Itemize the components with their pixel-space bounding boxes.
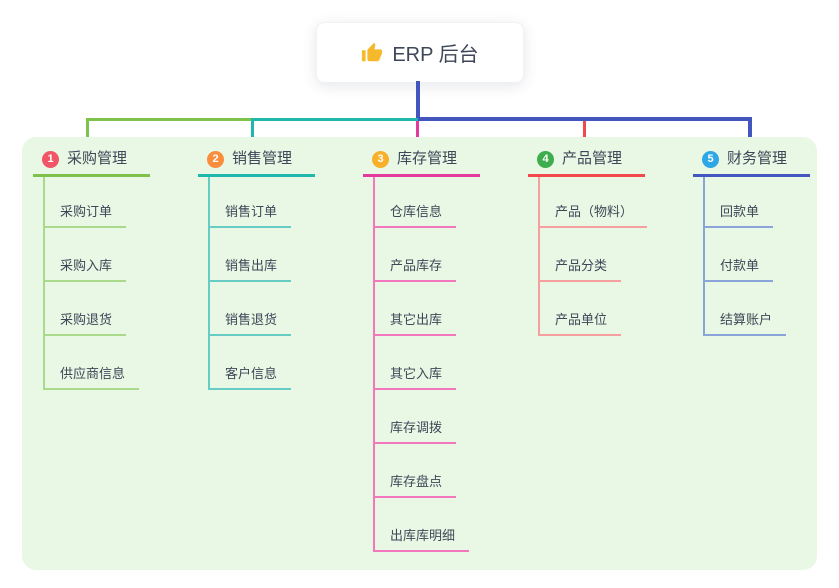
- child-node[interactable]: 产品（物料）: [540, 177, 648, 228]
- child-node[interactable]: 其它入库: [375, 336, 457, 390]
- child-node[interactable]: 出库库明细: [375, 498, 470, 552]
- branch-header-purchase[interactable]: 1 采购管理: [33, 137, 150, 177]
- children-list: 采购订单 采购入库 采购退货 供应商信息: [43, 177, 183, 390]
- branch-header-finance[interactable]: 5 财务管理: [693, 137, 810, 177]
- branch-inventory: 3 库存管理 仓库信息 产品库存 其它出库 其它入库 库存调拨 库存盘点 出库库…: [363, 137, 513, 552]
- child-node[interactable]: 销售退货: [210, 282, 292, 336]
- root-node[interactable]: ERP 后台: [316, 22, 524, 83]
- child-node[interactable]: 采购入库: [45, 228, 127, 282]
- bus-line-purchase: [86, 118, 253, 121]
- stub-inventory: [416, 121, 419, 148]
- branch-header-product[interactable]: 4 产品管理: [528, 137, 645, 177]
- child-node[interactable]: 采购退货: [45, 282, 127, 336]
- stub-purchase: [86, 118, 89, 146]
- child-node[interactable]: 销售出库: [210, 228, 292, 282]
- branch-finance: 5 财务管理 回款单 付款单 结算账户: [693, 137, 839, 336]
- branch-header-inventory[interactable]: 3 库存管理: [363, 137, 480, 177]
- child-node[interactable]: 产品分类: [540, 228, 622, 282]
- branch-title: 库存管理: [397, 150, 458, 167]
- children-list: 销售订单 销售出库 销售退货 客户信息: [208, 177, 348, 390]
- branch-title: 产品管理: [562, 150, 623, 167]
- branch-title: 财务管理: [727, 150, 788, 167]
- child-node[interactable]: 供应商信息: [45, 336, 140, 390]
- branch-number-badge: 5: [702, 151, 719, 168]
- child-node[interactable]: 付款单: [705, 228, 774, 282]
- bus-line-sales: [251, 118, 418, 121]
- branch-title: 采购管理: [67, 150, 128, 167]
- root-title: ERP 后台: [392, 44, 479, 66]
- branch-purchase: 1 采购管理 采购订单 采购入库 采购退货 供应商信息: [33, 137, 183, 390]
- child-node[interactable]: 客户信息: [210, 336, 292, 390]
- children-list: 产品（物料） 产品分类 产品单位: [538, 177, 678, 336]
- stub-product: [583, 121, 586, 145]
- root-connector-line: [416, 81, 420, 121]
- child-node[interactable]: 回款单: [705, 177, 774, 228]
- branch-number-badge: 2: [207, 151, 224, 168]
- child-node[interactable]: 产品单位: [540, 282, 622, 336]
- children-list: 回款单 付款单 结算账户: [703, 177, 839, 336]
- stub-finance: [748, 117, 752, 146]
- child-node[interactable]: 采购订单: [45, 177, 127, 228]
- branch-number-badge: 4: [537, 151, 554, 168]
- child-node[interactable]: 结算账户: [705, 282, 787, 336]
- thumbs-up-icon: [361, 42, 383, 64]
- branch-header-sales[interactable]: 2 销售管理: [198, 137, 315, 177]
- bus-line-finance: [418, 117, 752, 121]
- branch-number-badge: 1: [42, 151, 59, 168]
- child-node[interactable]: 产品库存: [375, 228, 457, 282]
- branch-number-badge: 3: [372, 151, 389, 168]
- stub-sales: [251, 118, 254, 146]
- child-node[interactable]: 库存盘点: [375, 444, 457, 498]
- child-node[interactable]: 库存调拨: [375, 390, 457, 444]
- child-node[interactable]: 销售订单: [210, 177, 292, 228]
- branch-sales: 2 销售管理 销售订单 销售出库 销售退货 客户信息: [198, 137, 348, 390]
- child-node[interactable]: 其它出库: [375, 282, 457, 336]
- child-node[interactable]: 仓库信息: [375, 177, 457, 228]
- branch-title: 销售管理: [232, 150, 293, 167]
- children-list: 仓库信息 产品库存 其它出库 其它入库 库存调拨 库存盘点 出库库明细: [373, 177, 513, 552]
- branch-product: 4 产品管理 产品（物料） 产品分类 产品单位: [528, 137, 678, 336]
